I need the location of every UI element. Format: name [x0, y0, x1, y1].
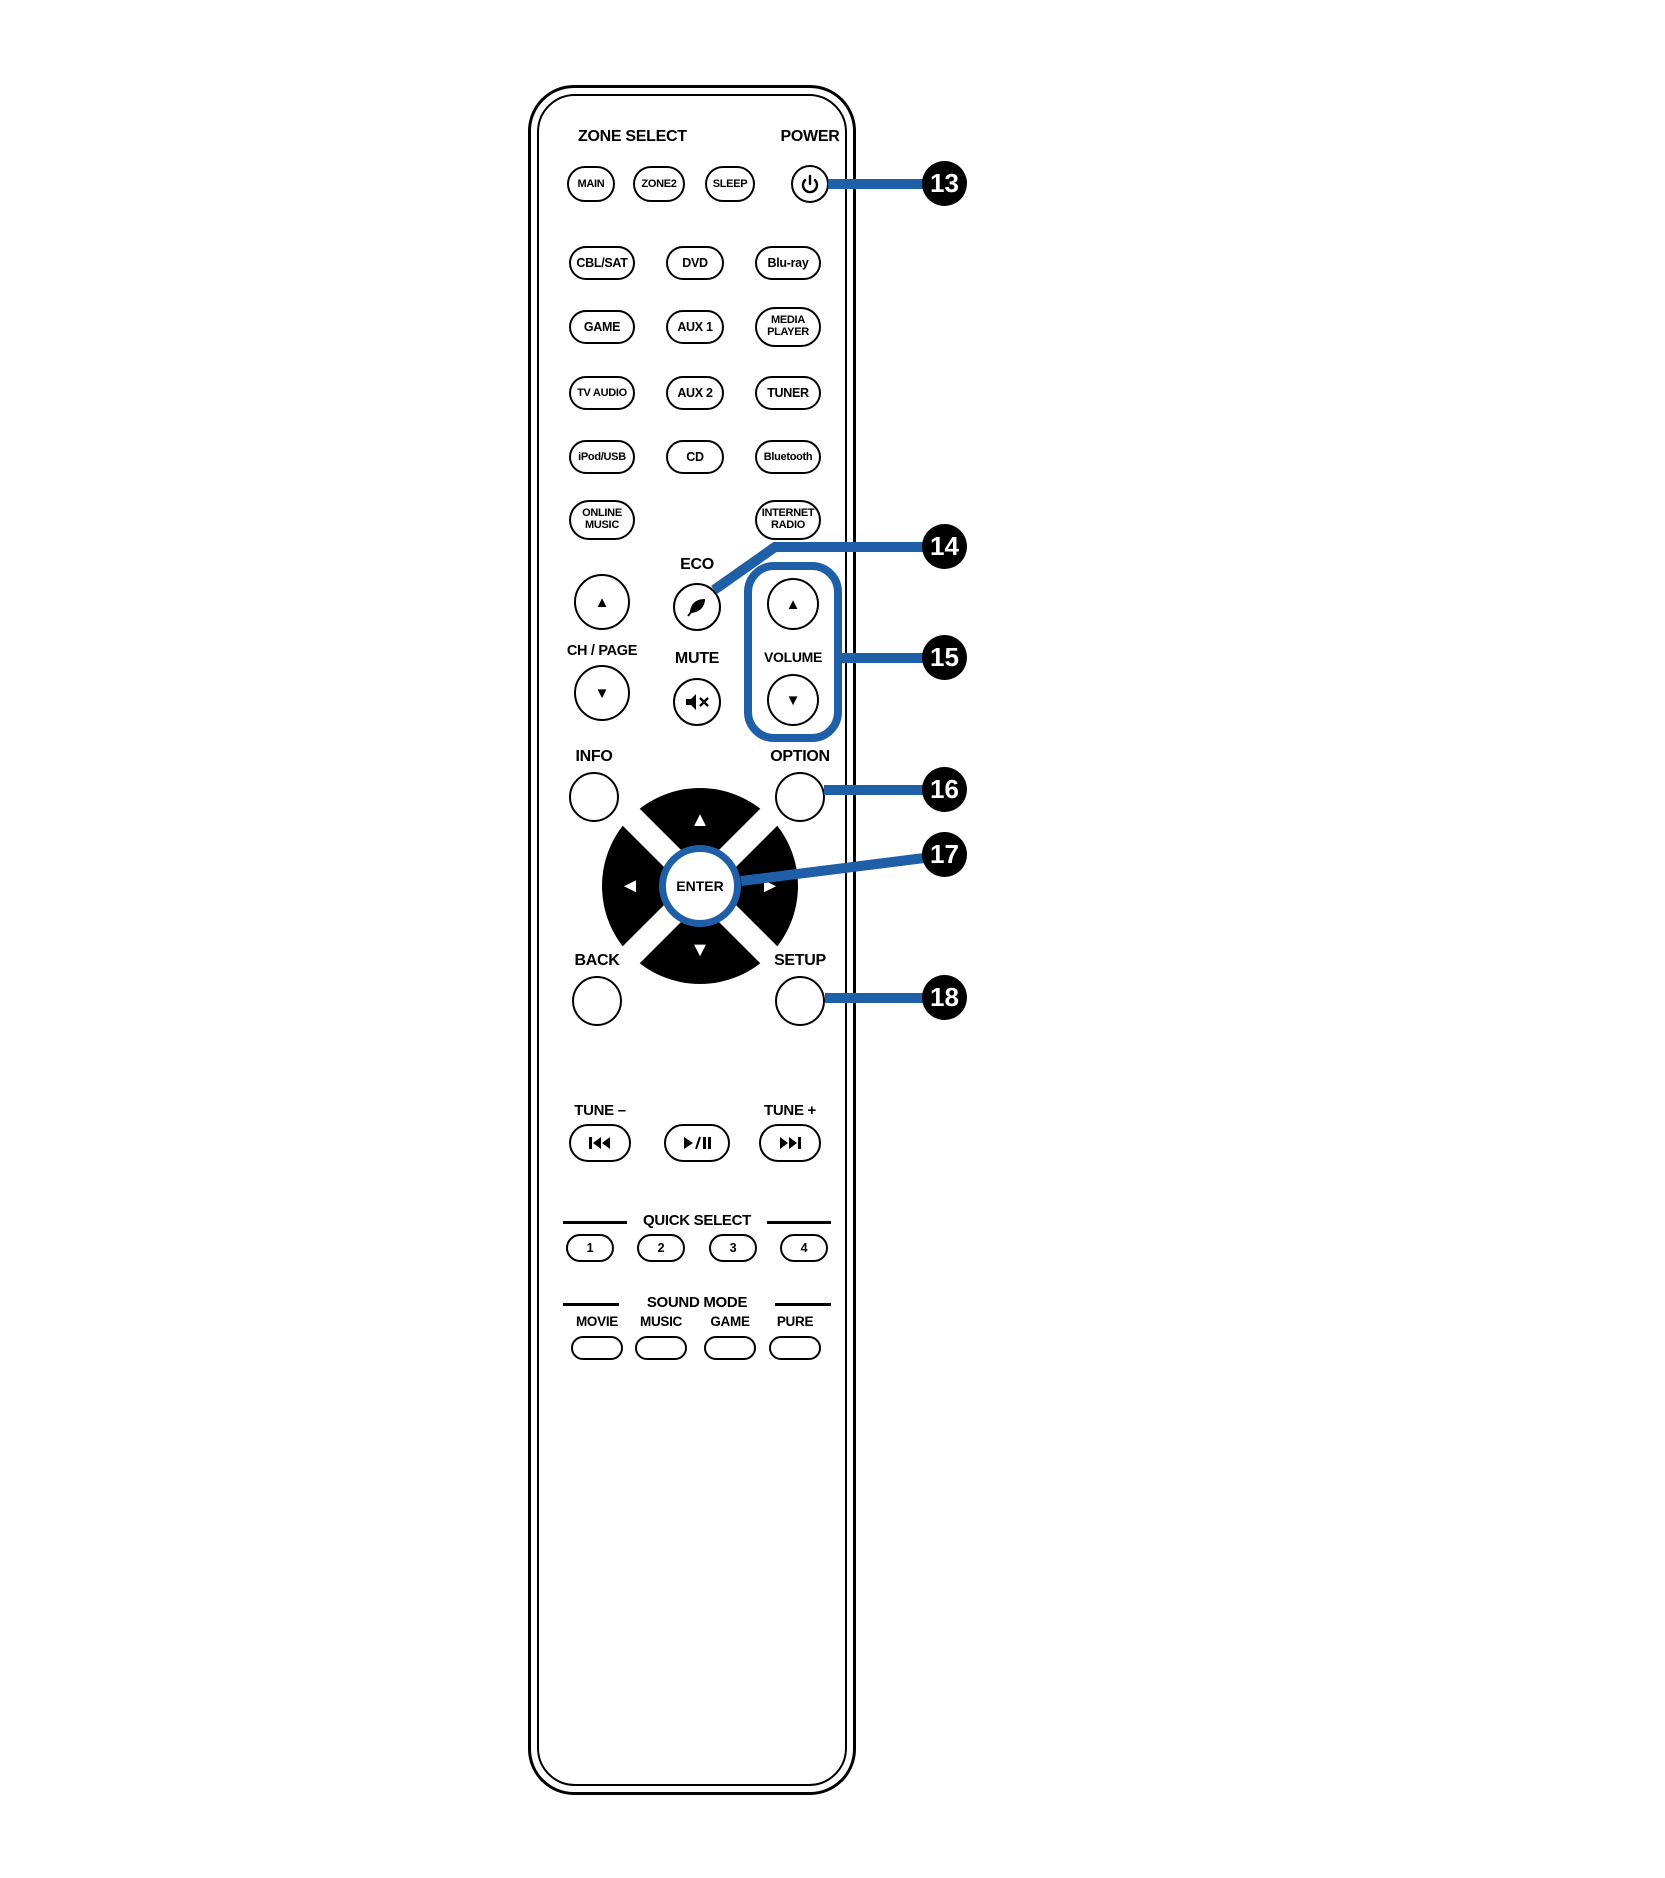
quick-select-2-button[interactable]: 2 — [637, 1234, 685, 1262]
callout-17-number: 17 — [930, 839, 959, 869]
callout-16: 16 — [922, 767, 967, 812]
mute-icon — [686, 694, 709, 710]
volume-up-button[interactable]: ▲ — [767, 578, 819, 630]
channel-page-label: CH / PAGE — [566, 643, 638, 659]
movie-label: MOVIE — [575, 1314, 618, 1329]
quick-select-label: QUICK SELECT — [642, 1212, 752, 1229]
play-pause-button[interactable] — [664, 1124, 730, 1162]
skip-forward-icon — [780, 1137, 801, 1149]
right-arrow-icon: ► — [760, 874, 780, 897]
down-arrow-icon: ▼ — [594, 684, 610, 702]
channel-page-down-button[interactable]: ▼ — [574, 665, 630, 721]
zone-select-label: ZONE SELECT — [578, 128, 687, 145]
down-arrow-icon: ▼ — [690, 938, 710, 961]
callout-13-number: 13 — [930, 168, 959, 198]
setup-button[interactable] — [775, 976, 825, 1026]
tuner-button[interactable]: TUNER — [755, 376, 821, 410]
tune-minus-label: TUNE – — [574, 1102, 626, 1119]
callout-17: 17 — [922, 832, 967, 877]
enter-button[interactable]: ENTER — [659, 845, 741, 927]
channel-page-up-button[interactable]: ▲ — [574, 574, 630, 630]
game-button[interactable]: GAME — [569, 310, 635, 344]
play-pause-icon — [684, 1136, 711, 1150]
skip-back-icon — [589, 1137, 610, 1149]
cursor-down-button[interactable]: ▼ — [684, 934, 716, 966]
callout-18-number: 18 — [930, 982, 959, 1012]
dvd-button[interactable]: DVD — [666, 246, 724, 280]
game-mode-label: GAME — [710, 1314, 750, 1329]
aux2-button[interactable]: AUX 2 — [666, 376, 724, 410]
callout-18: 18 — [922, 975, 967, 1020]
internet-radio-button[interactable]: INTERNET RADIO — [755, 500, 821, 540]
cursor-left-button[interactable]: ◄ — [614, 870, 646, 902]
eco-label: ECO — [680, 556, 714, 573]
cursor-up-button[interactable]: ▲ — [684, 804, 716, 836]
callout-16-number: 16 — [930, 774, 959, 804]
mute-label: MUTE — [674, 650, 720, 667]
back-button[interactable] — [572, 976, 622, 1026]
movie-button[interactable] — [571, 1336, 623, 1360]
mute-button[interactable] — [673, 678, 721, 726]
up-arrow-icon: ▲ — [785, 595, 801, 613]
game-mode-button[interactable] — [704, 1336, 756, 1360]
callout-15-number: 15 — [930, 642, 959, 672]
setup-label: SETUP — [774, 952, 826, 969]
quick-select-rule-right — [767, 1221, 831, 1224]
info-label: INFO — [575, 748, 613, 765]
option-button[interactable] — [775, 772, 825, 822]
power-icon — [801, 174, 819, 194]
ipod-usb-button[interactable]: iPod/USB — [569, 440, 635, 474]
cursor-right-button[interactable]: ► — [754, 870, 786, 902]
left-arrow-icon: ◄ — [620, 874, 640, 897]
option-label: OPTION — [770, 748, 830, 765]
cbl-sat-button[interactable]: CBL/SAT — [569, 246, 635, 280]
media-player-button[interactable]: MEDIA PLAYER — [755, 307, 821, 347]
callout-14: 14 — [922, 524, 967, 569]
volume-label: VOLUME — [763, 649, 823, 665]
music-button[interactable] — [635, 1336, 687, 1360]
volume-down-button[interactable]: ▼ — [767, 674, 819, 726]
up-arrow-icon: ▲ — [690, 808, 710, 831]
sound-mode-rule-right — [775, 1303, 831, 1306]
power-label: POWER — [780, 128, 840, 145]
power-button[interactable] — [791, 165, 829, 203]
quick-select-rule-left — [563, 1221, 627, 1224]
aux1-button[interactable]: AUX 1 — [666, 310, 724, 344]
skip-forward-button[interactable] — [759, 1124, 821, 1162]
blu-ray-button[interactable]: Blu-ray — [755, 246, 821, 280]
main-zone-button[interactable]: MAIN — [567, 166, 615, 202]
remote-body — [528, 85, 856, 1795]
pure-button[interactable] — [769, 1336, 821, 1360]
eco-leaf-icon — [687, 599, 705, 617]
quick-select-3-button[interactable]: 3 — [709, 1234, 757, 1262]
callout-13: 13 — [922, 161, 967, 206]
skip-back-button[interactable] — [569, 1124, 631, 1162]
quick-select-1-button[interactable]: 1 — [566, 1234, 614, 1262]
tv-audio-button[interactable]: TV AUDIO — [569, 376, 635, 410]
tune-plus-label: TUNE + — [764, 1102, 816, 1119]
up-arrow-icon: ▲ — [594, 593, 610, 611]
zone2-button[interactable]: ZONE2 — [633, 166, 685, 202]
cd-button[interactable]: CD — [666, 440, 724, 474]
eco-button[interactable] — [673, 583, 721, 631]
bluetooth-button[interactable]: Bluetooth — [755, 440, 821, 474]
callout-15: 15 — [922, 635, 967, 680]
callout-14-number: 14 — [930, 531, 959, 561]
sound-mode-rule-left — [563, 1303, 619, 1306]
down-arrow-icon: ▼ — [785, 691, 801, 709]
online-music-button[interactable]: ONLINE MUSIC — [569, 500, 635, 540]
quick-select-4-button[interactable]: 4 — [780, 1234, 828, 1262]
back-label: BACK — [574, 952, 620, 969]
sleep-button[interactable]: SLEEP — [705, 166, 755, 202]
info-button[interactable] — [569, 772, 619, 822]
sound-mode-label: SOUND MODE — [646, 1294, 748, 1311]
remote-body-inner-outline — [537, 94, 847, 1786]
music-label: MUSIC — [640, 1314, 682, 1329]
pure-label: PURE — [776, 1314, 814, 1329]
